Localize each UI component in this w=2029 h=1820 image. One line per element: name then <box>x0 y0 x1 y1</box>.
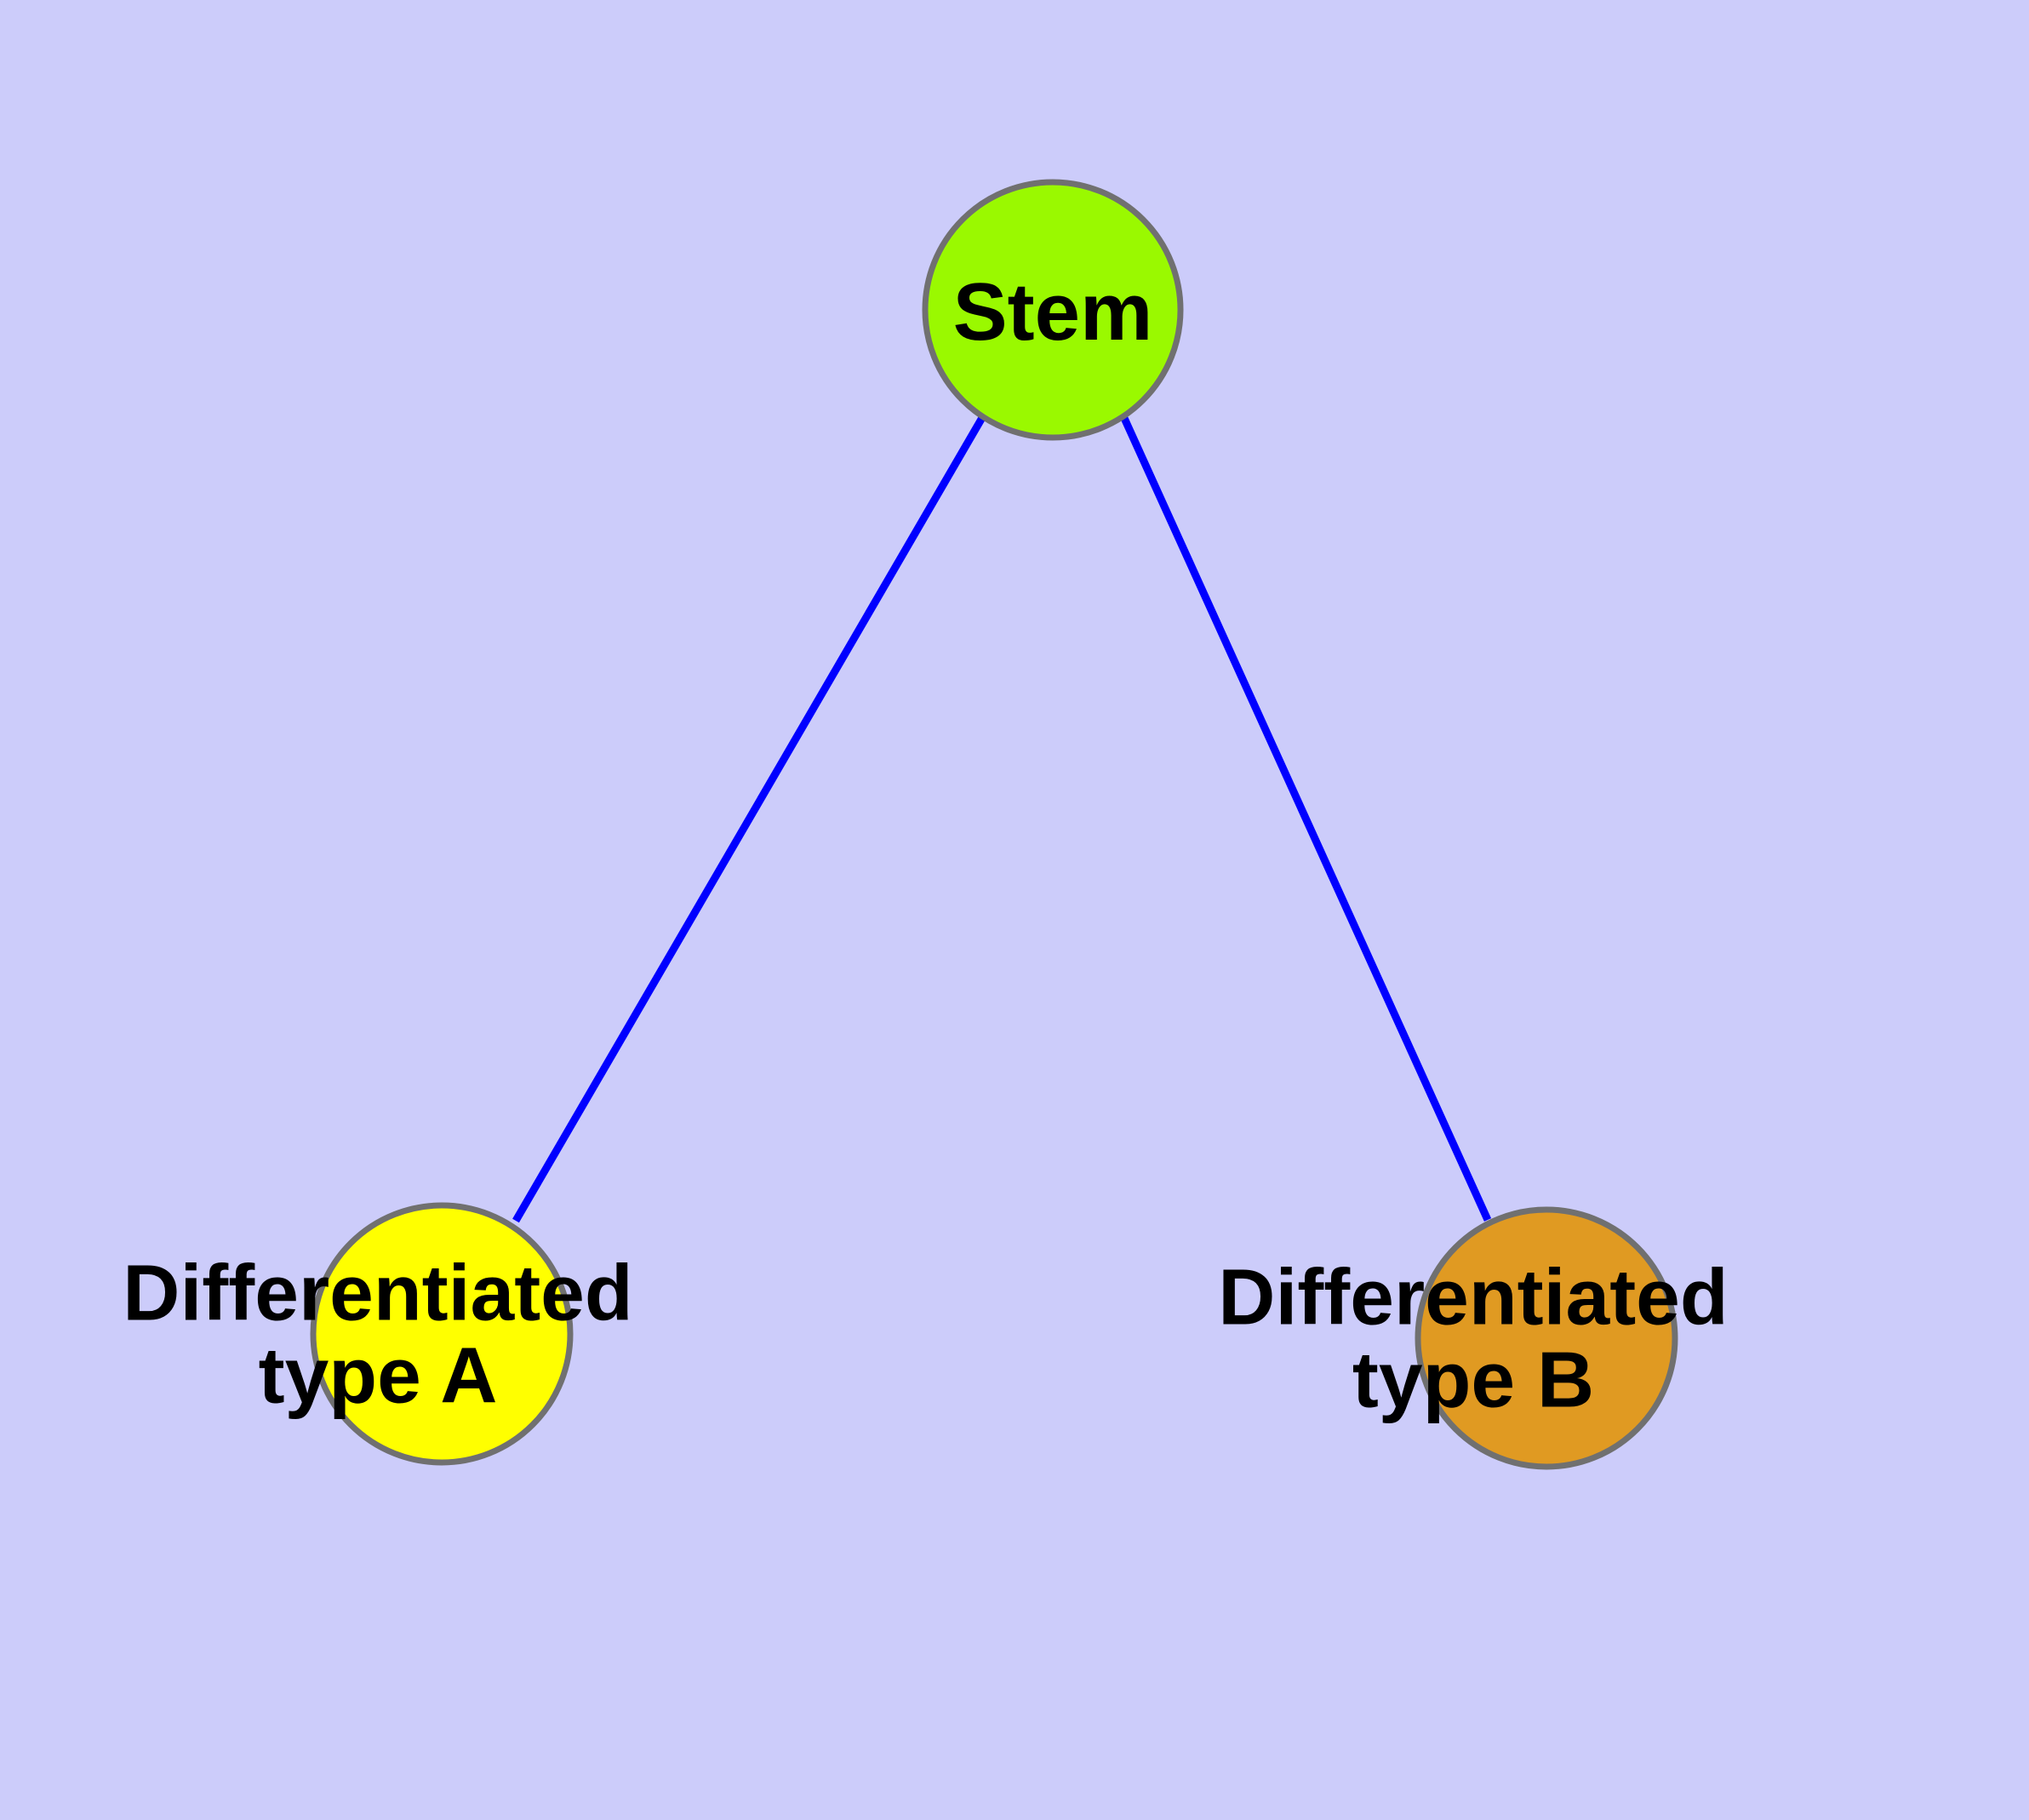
edge-stem-to-diff-a[interactable] <box>512 414 986 1223</box>
edge-stem-to-diff-b[interactable] <box>1119 415 1492 1222</box>
node-stem[interactable] <box>922 179 1184 441</box>
node-layer <box>310 179 1678 1470</box>
node-diff-b[interactable] <box>1415 1206 1678 1470</box>
node-diff-a[interactable] <box>310 1202 574 1466</box>
edge-layer <box>512 414 1492 1223</box>
